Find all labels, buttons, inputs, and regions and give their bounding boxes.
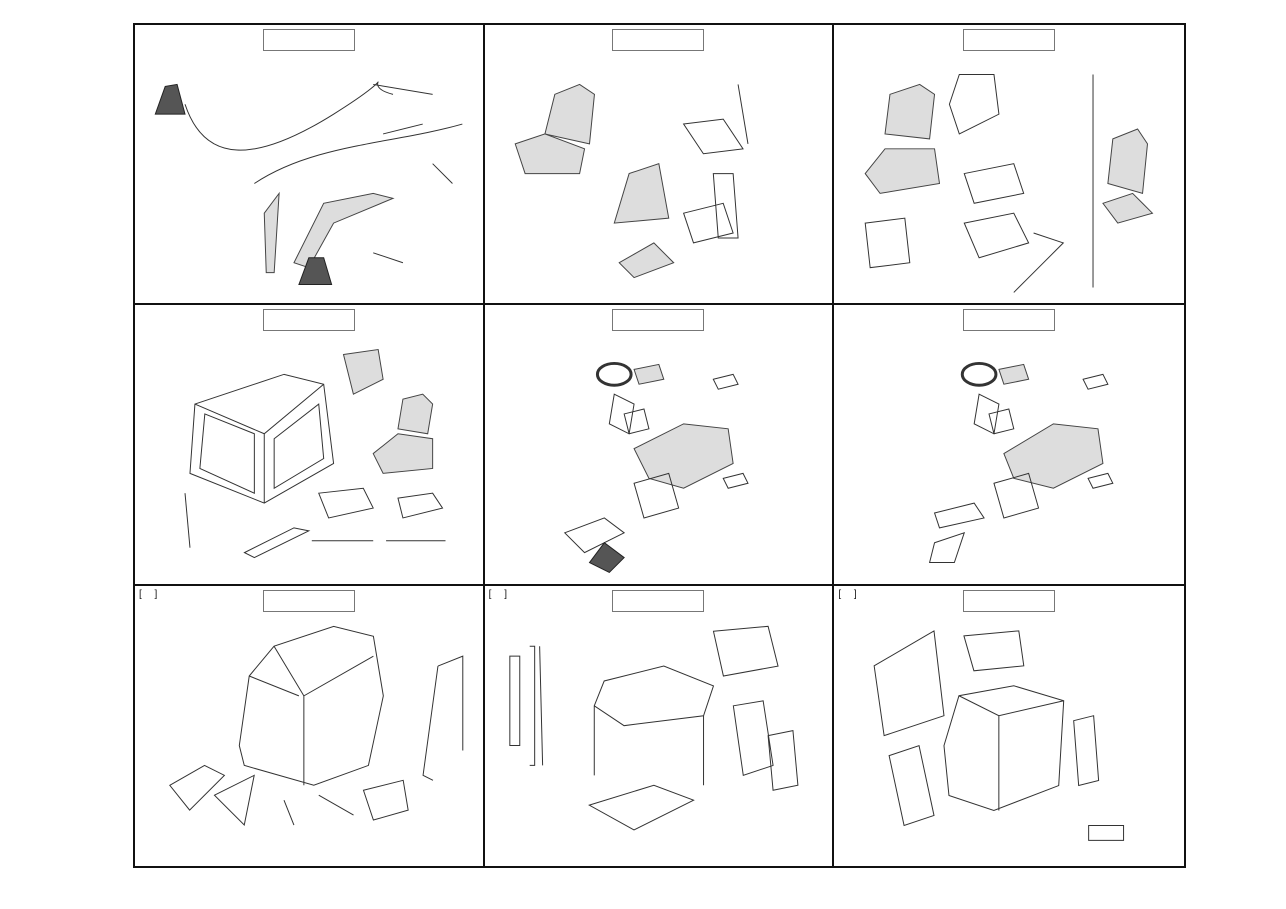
panel-title-box [963,29,1056,51]
panel-cab-frame: [ ] [135,585,485,866]
panel-title-box [612,309,705,332]
steering-dashboard-alt-drawing [929,362,1114,564]
joystick-cable-controls-drawing [154,81,463,286]
panel-title-box [963,309,1056,332]
panel-joystick-controls [135,25,485,306]
panel-steering-dashboard [484,305,835,586]
panel-cab-seat [135,305,485,586]
panel-suspension-seat [834,25,1184,306]
panel-title-box [963,589,1056,612]
panel-title-box [612,29,705,51]
panel-steering-dashboard-alt [834,305,1184,586]
panel-cab-roof: [ ] [485,585,835,866]
parts-catalog-sheet: [ ] [ ] [ ] [133,23,1186,868]
corner-marks: [ ] [488,588,512,600]
cab-frame-exploded-drawing [169,625,464,826]
panel-operator-seat [484,25,835,306]
operator-seat-exploded-drawing [514,83,749,279]
cab-and-seat-assembly-drawing [184,349,446,559]
panel-cab-glazing: [ ] [834,586,1184,866]
panel-title-box [612,589,705,612]
panel-title-box [262,309,355,332]
panel-title-box [262,589,355,612]
suspension-seat-exploded-drawing [864,74,1154,293]
corner-marks: [ ] [139,588,163,600]
panel-title-box [262,29,355,51]
cab-roof-panels-drawing [508,625,799,831]
corner-marks: [ ] [838,588,862,600]
steering-dashboard-drawing [563,362,749,574]
cab-glazing-drawing [873,629,1125,841]
